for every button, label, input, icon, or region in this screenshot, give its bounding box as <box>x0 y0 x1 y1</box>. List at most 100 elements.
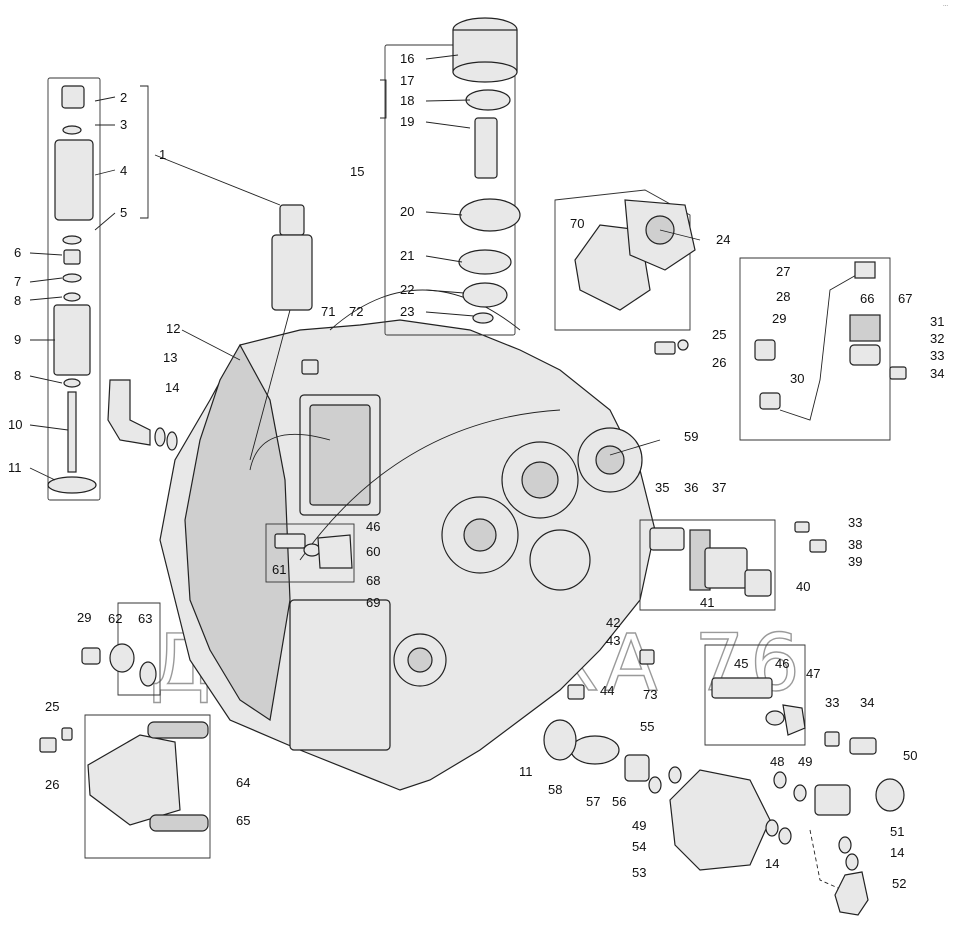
callout-5: 5 <box>120 205 127 220</box>
pump-assembly <box>543 644 806 871</box>
callout-37: 37 <box>712 480 726 495</box>
callout-55: 55 <box>640 719 654 734</box>
callout-14: 14 <box>165 380 179 395</box>
callout-14b: 14 <box>765 856 779 871</box>
callout-46b: 46 <box>366 519 380 534</box>
callout-19: 19 <box>400 114 414 129</box>
filter-assembly <box>47 77 149 501</box>
callout-47: 47 <box>806 666 820 681</box>
callout-52: 52 <box>892 876 906 891</box>
callout-60: 60 <box>366 544 380 559</box>
callout-48: 48 <box>770 754 784 769</box>
callout-26: 26 <box>712 355 726 370</box>
callout-36: 36 <box>684 480 698 495</box>
sender-unit-box <box>639 519 827 611</box>
callout-16: 16 <box>400 51 414 66</box>
callout-17: 17 <box>400 73 414 88</box>
pipe-and-rings <box>107 379 178 451</box>
callout-33c: 33 <box>825 695 839 710</box>
callout-3: 3 <box>120 117 127 132</box>
callout-65: 65 <box>236 813 250 828</box>
callout-35: 35 <box>655 480 669 495</box>
callout-56: 56 <box>612 794 626 809</box>
callout-11: 11 <box>8 460 22 475</box>
callout-8b: 8 <box>14 368 21 383</box>
callout-12: 12 <box>166 321 180 336</box>
callout-26b: 26 <box>45 777 59 792</box>
callout-59: 59 <box>684 429 698 444</box>
callout-54: 54 <box>632 839 646 854</box>
callout-43: 43 <box>606 633 620 648</box>
callout-18: 18 <box>400 93 414 108</box>
callout-68: 68 <box>366 573 380 588</box>
callout-23: 23 <box>400 304 414 319</box>
callout-14c: 14 <box>890 845 904 860</box>
callout-27: 27 <box>776 264 790 279</box>
callout-51: 51 <box>890 824 904 839</box>
callout-2: 2 <box>120 90 127 105</box>
callout-24: 24 <box>716 232 730 247</box>
bracket-and-gasket <box>554 189 696 355</box>
callout-30: 30 <box>790 371 804 386</box>
callout-34b: 34 <box>860 695 874 710</box>
callout-44: 44 <box>600 683 614 698</box>
callout-11b: 11 <box>519 764 533 779</box>
filter-cartridge <box>249 204 313 461</box>
callout-33: 33 <box>930 348 944 363</box>
callout-49b: 49 <box>632 818 646 833</box>
right-fittings <box>765 731 905 916</box>
callout-62: 62 <box>108 611 122 626</box>
callout-57: 57 <box>586 794 600 809</box>
callout-69: 69 <box>366 595 380 610</box>
small-plugs <box>265 359 655 700</box>
callout-34: 34 <box>930 366 944 381</box>
lower-left-bracket <box>39 602 211 859</box>
callout-70: 70 <box>570 216 584 231</box>
callout-46: 46 <box>775 656 789 671</box>
sensor-cable-box <box>739 257 907 441</box>
callout-29b: 29 <box>77 610 91 625</box>
callout-58: 58 <box>548 782 562 797</box>
callout-15: 15 <box>350 164 364 179</box>
callout-7: 7 <box>14 274 21 289</box>
callout-13: 13 <box>163 350 177 365</box>
callout-45: 45 <box>734 656 748 671</box>
callout-1: 1 <box>159 147 166 162</box>
callout-39: 39 <box>848 554 862 569</box>
callout-66: 66 <box>860 291 874 306</box>
callout-73: 73 <box>643 687 657 702</box>
callout-20: 20 <box>400 204 414 219</box>
callout-4: 4 <box>120 163 127 178</box>
callout-25: 25 <box>712 327 726 342</box>
callout-49: 49 <box>798 754 812 769</box>
callout-28: 28 <box>776 289 790 304</box>
callout-29: 29 <box>772 311 786 326</box>
callout-61: 61 <box>272 562 286 577</box>
callout-42: 42 <box>606 615 620 630</box>
callout-71: 71 <box>321 304 335 319</box>
callout-22: 22 <box>400 282 414 297</box>
gearbox-housing <box>159 289 656 791</box>
callout-31: 31 <box>930 314 944 329</box>
callout-63: 63 <box>138 611 152 626</box>
clutch-stack <box>380 17 521 336</box>
callout-21: 21 <box>400 248 414 263</box>
callout-40: 40 <box>796 579 810 594</box>
callout-64: 64 <box>236 775 250 790</box>
callout-6: 6 <box>14 245 21 260</box>
callout-8: 8 <box>14 293 21 308</box>
callout-67: 67 <box>898 291 912 306</box>
callout-72: 72 <box>349 304 363 319</box>
callout-25b: 25 <box>45 699 59 714</box>
callout-10: 10 <box>8 417 22 432</box>
callout-50: 50 <box>903 748 917 763</box>
callout-41: 41 <box>700 595 714 610</box>
callout-labels: 1 2 3 4 5 6 7 8 9 8 10 11 12 13 14 15 16… <box>8 51 944 891</box>
callout-32: 32 <box>930 331 944 346</box>
callout-38: 38 <box>848 537 862 552</box>
callout-9: 9 <box>14 332 21 347</box>
corner-tag: ... <box>942 2 948 8</box>
callout-33b: 33 <box>848 515 862 530</box>
leader-lines <box>29 54 701 481</box>
